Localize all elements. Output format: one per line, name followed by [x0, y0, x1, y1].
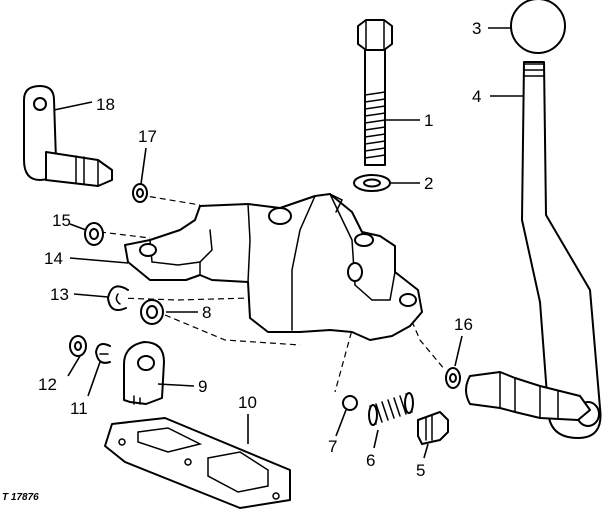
- callout-11: 11: [70, 399, 88, 418]
- callout-7: 7: [328, 437, 337, 456]
- part-2-washer: [353, 174, 391, 192]
- part-9-arm: [123, 341, 165, 405]
- lever-shaft: [465, 371, 591, 421]
- callout-16: 16: [454, 315, 473, 334]
- part-14-housing: [124, 193, 423, 341]
- callout-3: 3: [472, 19, 481, 38]
- part-5-plug: [417, 411, 449, 445]
- callout-6: 6: [366, 451, 375, 470]
- part-18-shaft-arm: [23, 85, 113, 187]
- callout-13: 13: [50, 285, 69, 304]
- figure-reference-code: T 17876: [2, 492, 39, 503]
- part-13-snap-ring: [107, 285, 129, 311]
- callout-8: 8: [202, 303, 211, 322]
- callout-12: 12: [38, 375, 57, 394]
- part-3-knob: [510, 0, 566, 54]
- part-6-spring: [368, 392, 414, 426]
- callout-1: 1: [424, 111, 433, 130]
- callout-4: 4: [472, 87, 481, 106]
- leader-lines: [53, 27, 523, 459]
- part-7-ball: [342, 395, 358, 411]
- callout-5: 5: [416, 461, 425, 480]
- part-17-washer: [132, 183, 148, 203]
- callout-17: 17: [138, 127, 157, 146]
- part-15-bushing: [84, 222, 104, 246]
- callouts: 1 2 3 4 5 6 7 8 9 10 11 12 13 14 15 16 1…: [2, 19, 481, 503]
- callout-18: 18: [96, 95, 115, 114]
- part-11-clip: [95, 343, 111, 364]
- part-10-gasket: [104, 417, 291, 509]
- callout-2: 2: [424, 174, 433, 193]
- part-4-lever: [521, 61, 602, 439]
- part-12-washer: [69, 335, 87, 357]
- callout-14: 14: [44, 249, 63, 268]
- part-1-bolt: [357, 19, 393, 166]
- part-16-washer: [445, 367, 461, 389]
- part-8-o-ring: [140, 299, 164, 325]
- callout-9: 9: [198, 377, 207, 396]
- callout-10: 10: [238, 393, 257, 412]
- callout-15: 15: [52, 211, 71, 230]
